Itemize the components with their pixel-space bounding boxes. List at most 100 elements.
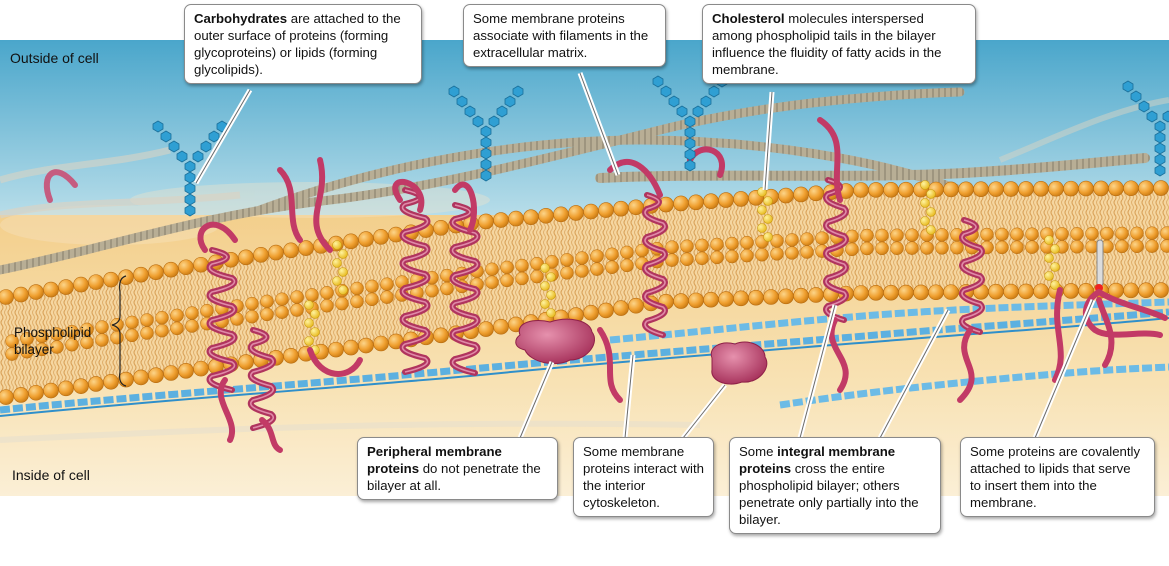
cholesterol-unit (926, 225, 936, 235)
cytoskeleton-fibers (0, 298, 1169, 443)
sugar-unit (684, 115, 696, 128)
sugar-unit (700, 95, 712, 108)
sugar-unit (1154, 142, 1166, 155)
alpha-helix-highlight (451, 204, 479, 374)
phospholipid-head (1063, 283, 1079, 299)
callout-carbohydrates: Carbohydrates are attached to the outer … (184, 4, 422, 84)
phospholipid-head (905, 228, 919, 242)
phospholipid-head (628, 297, 644, 314)
callout-carbohydrates-term: Carbohydrates (194, 11, 288, 26)
alpha-helix-highlight (961, 219, 983, 333)
phospholipid-head (245, 296, 259, 311)
phospholipid-head (58, 380, 74, 397)
phospholipid-head (568, 205, 584, 221)
phospholipid-head (125, 328, 139, 343)
phospholipid-head (620, 258, 634, 273)
cholesterol-unit (304, 318, 314, 328)
phospholipid-head (673, 195, 689, 212)
phospholipid-head (613, 300, 629, 316)
phospholipid-head (155, 310, 169, 325)
phospholipid-head (1003, 283, 1019, 300)
phospholipid-head (335, 296, 349, 311)
sugar-unit (480, 169, 492, 182)
phospholipid-head (365, 292, 379, 307)
lipid-anchored-protein (1082, 239, 1168, 368)
callout-peripheral: Peripheral membrane proteins do not pene… (357, 437, 558, 500)
phospholipid-head (523, 209, 539, 225)
phospholipid-head (140, 313, 154, 327)
sugar-unit (480, 158, 492, 171)
phospholipid-head (13, 286, 29, 303)
phospholipid-head (43, 281, 59, 298)
cholesterol-unit (332, 258, 342, 268)
phospholipid-head (320, 299, 334, 313)
callout-integral: Some integral membrane proteins cross th… (729, 437, 941, 534)
phospholipid-head (185, 306, 199, 320)
phospholipid-head (515, 271, 529, 286)
phospholipid-head (80, 335, 94, 350)
phospholipid-head (58, 279, 74, 295)
callout-lipid-anchor: Some proteins are covalently attached to… (960, 437, 1155, 517)
callout-integral-text: cross the entire phospholipid bilayer; o… (739, 461, 919, 527)
phospholipid-head (133, 266, 149, 283)
sugar-unit (456, 95, 468, 108)
cholesterol-unit (926, 189, 936, 199)
phospholipid-head (883, 181, 899, 198)
alpha-helix-highlight (825, 179, 847, 321)
phospholipid-head (373, 229, 389, 245)
phospholipid-head (560, 266, 574, 280)
phospholipid-head (980, 227, 994, 242)
phospholipid-head (245, 309, 259, 324)
protein-loop (277, 167, 303, 243)
protein-loop (1052, 287, 1064, 383)
phospholipid-head (845, 242, 859, 257)
callout-filaments-text: Some membrane proteins associate with fi… (473, 11, 649, 60)
phospholipid-head (275, 292, 289, 306)
cholesterol-unit (338, 267, 348, 277)
phospholipid-head (283, 347, 299, 364)
phospholipid-head (1010, 227, 1024, 242)
phospholipid-head (778, 187, 794, 204)
phospholipid-head (1145, 226, 1159, 240)
phospholipid-head (170, 308, 184, 323)
sugar-unit (168, 140, 180, 153)
phospholipid-head (1055, 227, 1069, 241)
phospholipid-head (973, 181, 989, 198)
phospholipid-head (358, 231, 374, 247)
phospholipid-head (350, 281, 364, 296)
phospholipid-head (478, 321, 494, 337)
phospholipid-head (928, 284, 944, 301)
phospholipid-head (290, 303, 304, 317)
phospholipid-head (1025, 227, 1039, 241)
phospholipid-head (950, 241, 964, 255)
protein-loop (957, 327, 975, 403)
phospholipid-head (665, 253, 679, 267)
phospholipid-head (943, 181, 959, 198)
phospholipid-head (898, 284, 914, 301)
phospholipid-head (733, 290, 749, 307)
phospholipid-head (785, 233, 799, 247)
cholesterol-unit (546, 272, 556, 282)
alpha-helix-highlight (401, 189, 429, 373)
phospholipid-head (673, 293, 689, 309)
phospholipid-head (1018, 181, 1034, 197)
sugar-unit (488, 115, 500, 128)
phospholipid-head (770, 247, 784, 261)
cholesterol-unit (546, 308, 556, 318)
phospholipid-head (1048, 180, 1064, 197)
phospholipid-head (485, 262, 499, 276)
sugar-unit (660, 85, 672, 98)
cholesterol-unit (763, 232, 773, 242)
phospholipid-head (343, 233, 359, 250)
alpha-helix-highlight (249, 329, 275, 429)
sugar-unit (184, 182, 196, 195)
phospholipid-head (508, 210, 524, 227)
sugar-unit (480, 147, 492, 160)
phospholipid-head (13, 387, 29, 403)
phospholipid-head (493, 212, 509, 228)
sugar-unit (684, 137, 696, 150)
sugar-unit (448, 85, 460, 98)
sugar-unit (1154, 120, 1166, 133)
callout-cytoskeleton-text: Some membrane proteins interact with the… (583, 444, 704, 510)
